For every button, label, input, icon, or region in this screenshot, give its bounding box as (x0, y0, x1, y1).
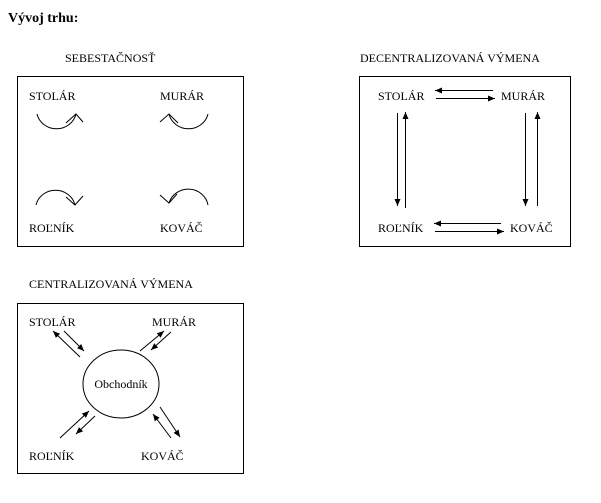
arrow-icon (139, 330, 165, 352)
panel-frame (17, 303, 244, 474)
cycle-arrow-icon (159, 113, 209, 130)
decentralized-panel: DECENTRALIZOVANÁ VÝMENA STOLÁR MURÁR ROĽ… (359, 51, 571, 247)
node-kovac: KOVÁČ (510, 221, 553, 235)
panel-heading: CENTRALIZOVANÁ VÝMENA (29, 277, 193, 291)
merchant-node (82, 349, 160, 419)
arrow-icon (63, 330, 85, 352)
node-stolar: STOLÁR (29, 315, 75, 329)
page-title: Vývoj trhu: (8, 11, 78, 26)
node-rolnik: ROĽNÍK (29, 221, 75, 235)
arrow-icon (52, 330, 81, 358)
arrow-icon (59, 410, 90, 439)
node-stolar: STOLÁR (29, 89, 75, 103)
panel-heading: SEBESTAČNOSŤ (65, 51, 156, 65)
node-stolar: STOLÁR (378, 89, 424, 103)
node-rolnik: ROĽNÍK (29, 449, 75, 463)
centralized-panel: CENTRALIZOVANÁ VÝMENA Obchodník STOLÁR M… (17, 277, 244, 474)
panel-frame (359, 76, 571, 247)
node-murar: MURÁR (152, 315, 196, 329)
panel-heading: DECENTRALIZOVANÁ VÝMENA (360, 51, 540, 65)
cycle-arrow-icon (36, 113, 84, 130)
merchant-label: Obchodník (94, 377, 147, 391)
node-rolnik: ROĽNÍK (378, 221, 424, 235)
arrow-icon (150, 331, 172, 351)
panel-frame (17, 76, 244, 247)
node-kovac: KOVÁČ (160, 221, 203, 235)
cycle-arrow-icon (159, 188, 209, 206)
cycle-arrow-icon (35, 189, 84, 206)
arrow-icon (152, 413, 172, 439)
node-murar: MURÁR (160, 89, 204, 103)
self-sufficiency-panel: SEBESTAČNOSŤ STOLÁR MURÁR ROĽNÍK KOVÁČ (17, 51, 244, 247)
node-kovac: KOVÁČ (141, 449, 184, 463)
node-murar: MURÁR (501, 89, 545, 103)
arrow-icon (159, 406, 181, 438)
arrow-icon (75, 415, 96, 435)
